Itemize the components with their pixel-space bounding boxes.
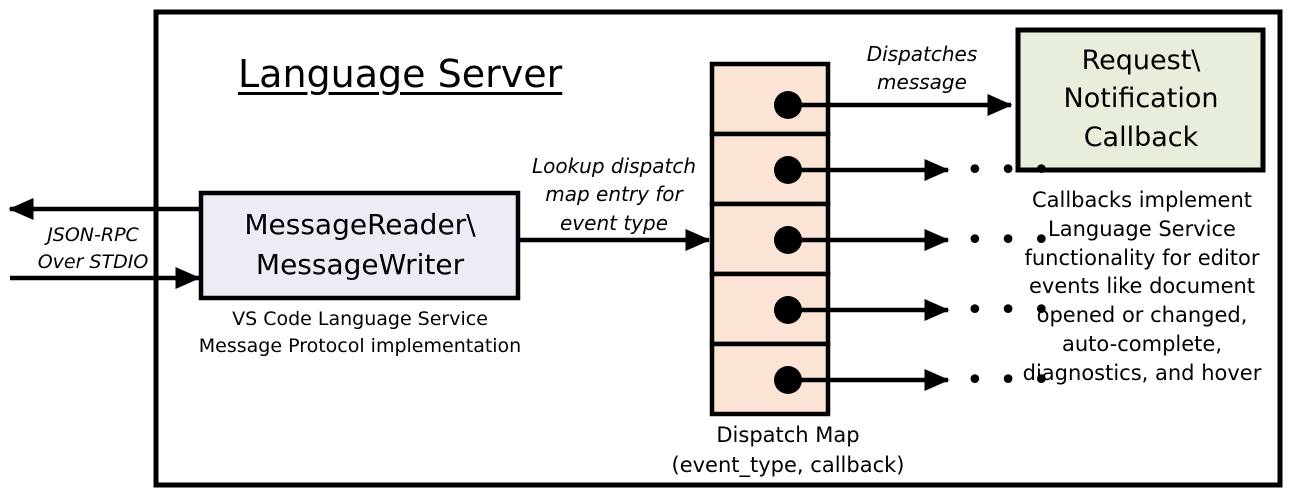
- dispatch-map-dot-2: [774, 156, 802, 184]
- message-reader-writer-caption: VS Code Language Service Message Protoco…: [198, 308, 522, 357]
- dispatch-row-4-edge: [774, 296, 950, 324]
- dispatch-map-dot-1: [774, 91, 802, 119]
- jsonrpc-transport-label: JSON-RPC Over STDIO: [37, 224, 149, 273]
- ellipsis-row-4: • • •: [966, 293, 1054, 328]
- ellipsis-row-2: • • •: [966, 153, 1054, 188]
- language-server-boundary: [153, 9, 1283, 488]
- dispatch-row-3-edge: [774, 226, 950, 254]
- dispatch-map-caption: Dispatch Map (event_type, callback): [671, 423, 905, 477]
- page-title: Language Server: [238, 52, 563, 96]
- ellipsis-row-5: • • •: [966, 363, 1054, 398]
- dispatch-map-dot-4: [774, 296, 802, 324]
- lookup-dispatch-edge-label: Lookup dispatch map entry for event type: [531, 154, 697, 235]
- dispatch-map-row-1[interactable]: [709, 61, 831, 137]
- dispatch-row-5-edge: [774, 366, 950, 394]
- dispatches-message-edge-label: Dispatches message: [866, 42, 978, 95]
- dispatch-map-table[interactable]: [709, 61, 831, 417]
- dispatch-map-dot-3: [774, 226, 802, 254]
- callback-description-caption: Callbacks implement Language Service fun…: [1022, 188, 1262, 385]
- request-notification-callback-box[interactable]: [1015, 27, 1266, 173]
- message-reader-writer-label: MessageReader\ MessageWriter: [244, 208, 476, 281]
- request-notification-callback-label: Request\ Notification Callback: [1063, 45, 1219, 153]
- ellipsis-row-3: • • •: [966, 223, 1054, 258]
- dispatch-row-2-edge: [774, 156, 950, 184]
- dispatch-map-dot-5: [774, 366, 802, 394]
- dispatch-row-1-edge: [774, 91, 1013, 119]
- message-reader-writer-box[interactable]: [198, 190, 521, 301]
